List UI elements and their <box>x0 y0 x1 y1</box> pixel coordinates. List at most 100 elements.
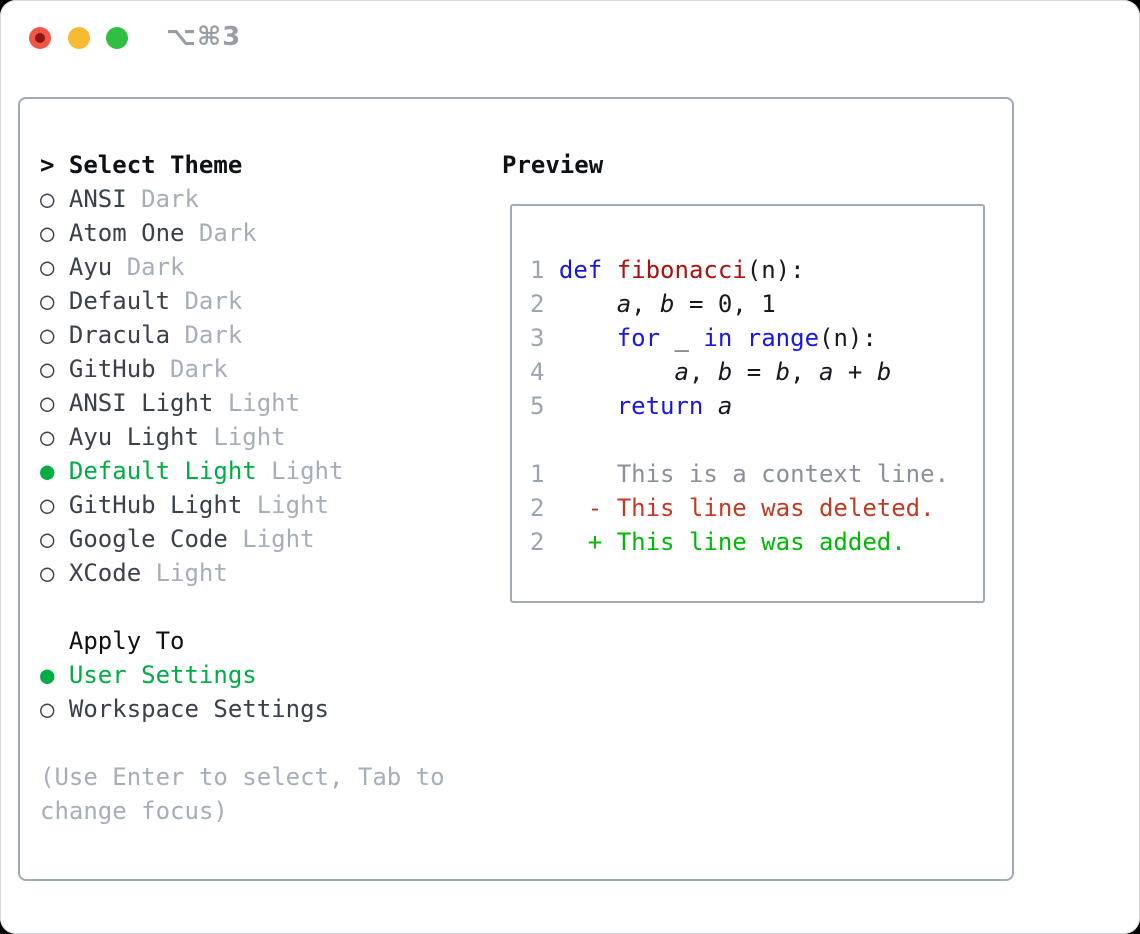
code-segment: b <box>775 358 791 386</box>
apply-to-list: ● User Settings ○Workspace Settings <box>40 658 445 726</box>
diff-line: 2 + This line was added. <box>530 525 983 559</box>
theme-option-ayu-dark[interactable]: ○ Ayu Dark <box>40 250 445 284</box>
code-segment: for <box>616 324 661 352</box>
code-segment: range <box>746 324 820 352</box>
theme-option-xcode-light[interactable]: ○ XCode Light <box>40 556 445 590</box>
theme-name: Ayu Light <box>68 423 199 451</box>
code-segment: = 0, 1 <box>674 290 776 318</box>
theme-variant-label: Dark <box>170 355 228 383</box>
diff-lines: 1 This is a context line.2 - This line w… <box>530 457 983 559</box>
select-theme-title: Select Theme <box>68 151 243 179</box>
apply-option-user-settings[interactable]: ● User Settings <box>40 658 445 692</box>
theme-option-ansi-dark[interactable]: ○ ANSI Dark <box>40 182 445 216</box>
code-segment: a <box>717 392 733 420</box>
apply-to-header: Apply To <box>40 624 445 658</box>
apply-to-title: Apply To <box>68 627 185 655</box>
code-line: 2 a, b = 0, 1 <box>530 287 983 321</box>
code-segment: b <box>660 290 675 318</box>
code-segment: , <box>688 358 718 386</box>
radio-icon: ○ <box>40 389 55 417</box>
close-button[interactable] <box>29 27 51 49</box>
spacer <box>530 423 983 457</box>
code-segment: + This line was added. <box>558 528 906 556</box>
line-number: 2 <box>530 528 545 556</box>
radio-icon: ○ <box>40 559 55 587</box>
radio-icon: ○ <box>40 321 55 349</box>
radio-icon: ○ <box>40 185 55 213</box>
minimize-button[interactable] <box>68 27 90 49</box>
theme-variant-label: Dark <box>141 185 199 213</box>
radio-selected-icon: ● <box>40 661 55 689</box>
prompt-caret-icon: > <box>40 151 55 179</box>
theme-name: GitHub <box>68 355 156 383</box>
code-segment <box>559 324 617 352</box>
close-dot-icon <box>35 33 45 43</box>
theme-name: Google Code <box>68 525 228 553</box>
theme-variant-label: Dark <box>184 321 243 349</box>
spacer <box>40 726 445 760</box>
code-segment: + <box>833 358 877 386</box>
theme-variant-label: Dark <box>184 287 243 315</box>
line-number: 4 <box>530 358 545 386</box>
code-segment: in <box>703 324 733 352</box>
radio-icon: ○ <box>40 253 55 281</box>
theme-variant-label: Light <box>256 491 329 519</box>
code-segment: , <box>631 290 661 318</box>
code-segment: return <box>616 392 704 420</box>
help-text-line-2: change focus) <box>40 797 228 825</box>
code-segment: fibonacci <box>616 256 747 284</box>
apply-option-workspace-settings[interactable]: ○Workspace Settings <box>40 692 445 726</box>
line-number: 3 <box>530 324 545 352</box>
code-segment: b <box>717 358 733 386</box>
code-segment: - This line was deleted. <box>558 494 935 522</box>
code-line: 4 a, b = b, a + b <box>530 355 983 389</box>
theme-option-default-dark[interactable]: ○ Default Dark <box>40 284 445 318</box>
code-segment <box>703 392 717 420</box>
code-segment: = <box>732 358 776 386</box>
code-line: 3 for _ in range(n): <box>530 321 983 355</box>
theme-name: ANSI <box>68 185 127 213</box>
code-segment: a <box>819 358 834 386</box>
code-segment: , <box>790 358 820 386</box>
code-segment <box>559 358 675 386</box>
radio-icon: ○ <box>40 695 55 723</box>
radio-icon: ○ <box>40 287 55 315</box>
theme-name: XCode <box>68 559 142 587</box>
code-segment <box>732 324 746 352</box>
code-segment: b <box>876 358 892 386</box>
radio-icon: ○ <box>40 219 55 247</box>
theme-variant-label: Light <box>155 559 228 587</box>
code-segment: a <box>674 358 689 386</box>
theme-name: Ayu <box>68 253 113 281</box>
code-segment: _ <box>660 324 704 352</box>
line-number: 5 <box>530 392 545 420</box>
line-number: 2 <box>530 494 545 522</box>
apply-option-label: User Settings <box>68 661 257 689</box>
zoom-button[interactable] <box>106 27 128 49</box>
spacer <box>40 590 445 624</box>
theme-name: Default Light <box>68 457 257 485</box>
select-theme-header: > Select Theme <box>40 148 445 182</box>
code-segment: a <box>616 290 632 318</box>
theme-name: Default <box>68 287 171 315</box>
code-segment <box>602 256 616 284</box>
code-segment: (n): <box>819 324 877 352</box>
theme-variant-label: Dark <box>126 253 185 281</box>
theme-variant-label: Light <box>242 525 315 553</box>
titlebar: ⌥⌘3 <box>0 0 1140 76</box>
line-number: 1 <box>530 256 545 284</box>
theme-variant-label: Light <box>213 423 286 451</box>
help-text-line-1: (Use Enter to select, Tab to <box>40 763 445 791</box>
code-segment <box>559 392 617 420</box>
